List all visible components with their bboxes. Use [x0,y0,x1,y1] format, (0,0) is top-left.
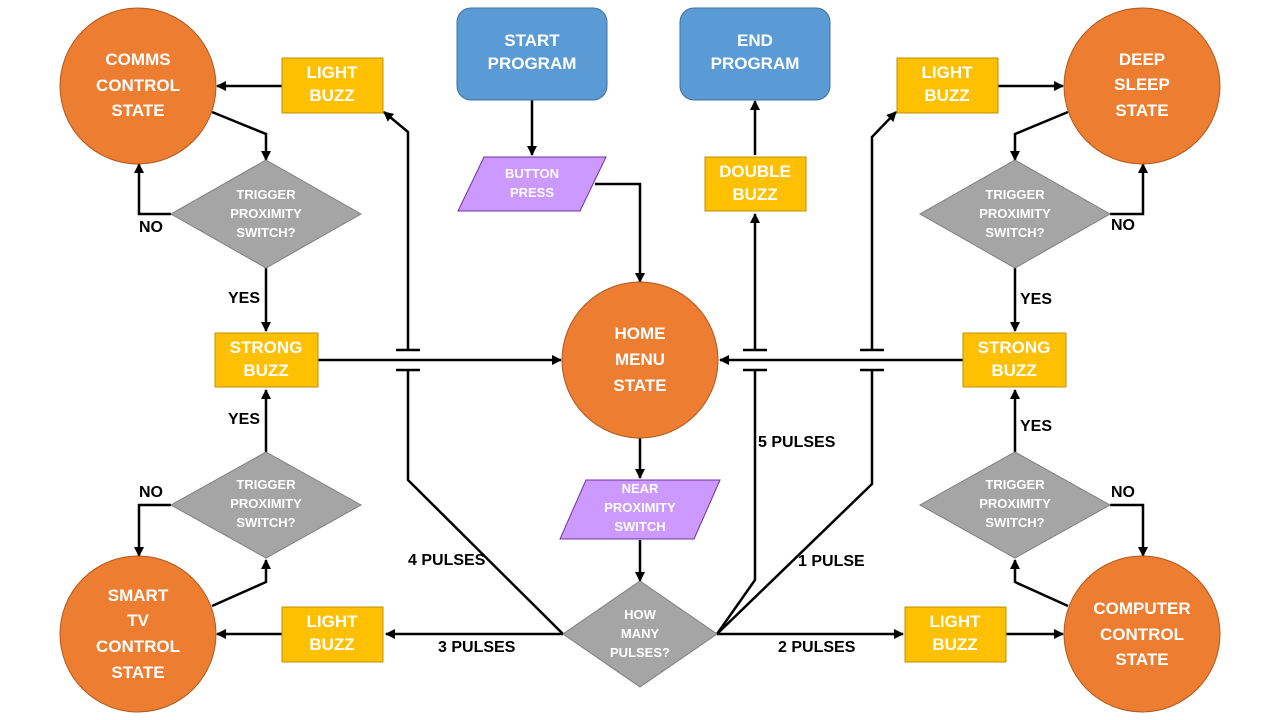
connector-deep-sleep-to-trigger [1010,110,1069,161]
connector-1-pulse [716,370,874,635]
light-buzz-box-tl [281,57,384,114]
edge-label-yes-bl: YES [228,411,260,428]
trigger-diamond-bl [169,451,363,559]
edge-label-yes-br: YES [1020,418,1052,435]
connector-smart-tv-to-trigger [211,559,271,608]
light-buzz-box-bl [281,606,384,663]
smart-tv-control-state-circle [59,555,217,713]
shapes [59,7,1221,713]
near-proximity-io [559,479,721,540]
edge-label-yes-tl: YES [228,290,260,307]
connector-4-pulses-upper [383,111,410,350]
button-press-io [457,156,607,212]
computer-control-state-circle [1063,555,1221,713]
trigger-diamond-br [918,451,1112,559]
strong-buzz-box-right [962,332,1067,388]
edge-label-no-tl: NO [139,219,163,236]
connectors [134,81,1148,639]
connector-trigger-no-to-computer [1110,503,1148,557]
connector-1-pulse-upper [870,111,897,350]
edge-label-no-tr: NO [1111,217,1135,234]
connector-4-pulses [406,370,564,635]
edge-label-2-pulses: 2 PULSES [778,639,856,656]
edge-label-1-pulse: 1 PULSE [798,553,865,570]
connector-comms-to-trigger [211,110,271,161]
edge-label-5-pulses: 5 PULSES [758,434,836,451]
edge-labels: NO YES YES NO NO YES YES NO 4 PULSES 3 P… [139,217,1135,656]
connector-trigger-no-to-comms [134,163,171,216]
deep-sleep-state-circle [1063,7,1221,165]
connector-button-press-to-home [595,182,645,283]
double-buzz-box [704,156,807,212]
edge-label-yes-tr: YES [1020,291,1052,308]
start-terminal [456,7,608,101]
edge-label-no-bl: NO [139,484,163,501]
trigger-diamond-tr [918,159,1112,269]
how-many-pulses-diamond [562,580,718,688]
light-buzz-box-tr [896,57,999,114]
light-buzz-box-br [904,606,1007,663]
connector-trigger-no-to-smart-tv [134,503,171,557]
edge-label-no-br: NO [1111,484,1135,501]
connector-5-pulses [715,370,757,635]
end-terminal [679,7,831,101]
connector-computer-to-trigger [1010,559,1069,608]
trigger-diamond-tl [169,159,363,269]
connector-trigger-no-to-deep-sleep [1110,163,1148,216]
strong-buzz-box-left [214,332,319,388]
edge-label-3-pulses: 3 PULSES [438,639,516,656]
comms-control-state-circle [59,7,217,165]
edge-label-4-pulses: 4 PULSES [408,552,486,569]
home-menu-state-circle [561,281,719,439]
